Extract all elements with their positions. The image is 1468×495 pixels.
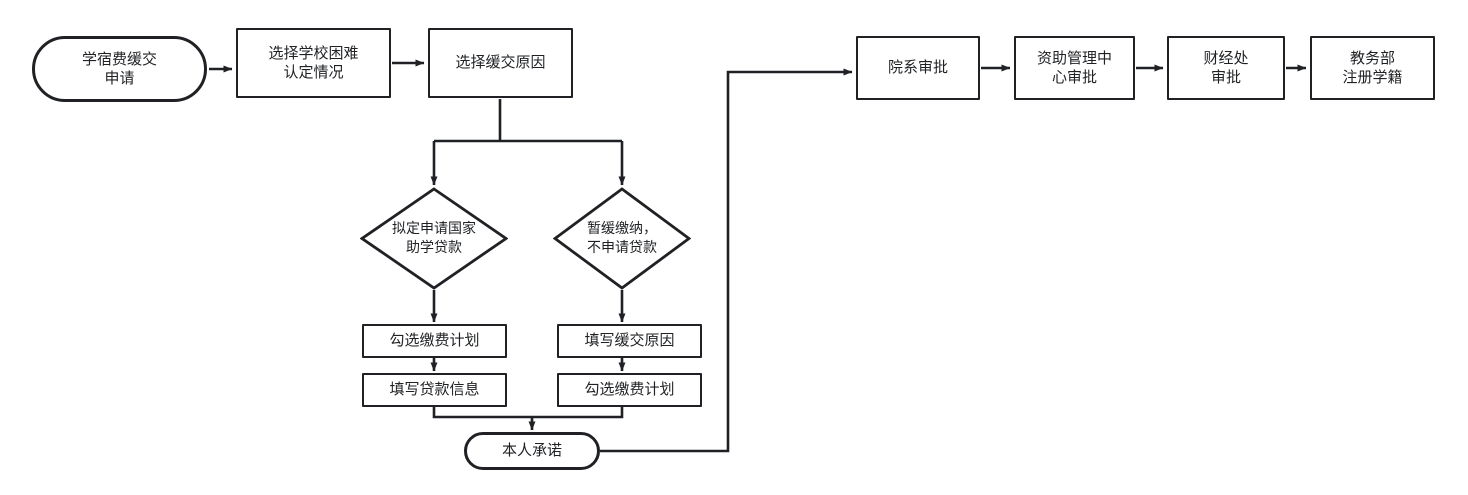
node-decision-defer-without-loan[interactable]: 暂缓缴纳， 不申请贷款 xyxy=(553,187,691,290)
node-decision-plan-national-loan[interactable]: 拟定申请国家 助学贷款 xyxy=(360,187,508,290)
edge-checkplanright-merge xyxy=(532,407,624,419)
node-academic-affairs-registration[interactable]: 教务部 注册学籍 xyxy=(1310,36,1435,100)
node-label-defer-without-loan: 暂缓缴纳， 不申请贷款 xyxy=(587,221,657,256)
node-personal-promise[interactable]: 本人承诺 xyxy=(464,432,600,470)
edge-promise-to-dept xyxy=(600,68,853,453)
node-department-approval[interactable]: 院系审批 xyxy=(856,36,980,100)
edge-loaninfo-merge xyxy=(432,407,532,419)
diamond-shape-plan-loan xyxy=(360,187,508,290)
diamond-shape-defer-no-loan xyxy=(553,187,691,290)
node-check-payment-plan-right[interactable]: 勾选缴费计划 xyxy=(557,373,702,407)
node-fill-defer-reason[interactable]: 填写缓交原因 xyxy=(557,324,702,358)
node-check-payment-plan-left[interactable]: 勾选缴费计划 xyxy=(362,324,507,358)
node-select-school-difficulty[interactable]: 选择学校困难 认定情况 xyxy=(236,28,391,98)
node-funding-center-approval[interactable]: 资助管理中 心审批 xyxy=(1014,36,1135,100)
node-select-defer-reason[interactable]: 选择缓交原因 xyxy=(428,28,573,98)
node-finance-office-approval[interactable]: 财经处 审批 xyxy=(1167,36,1285,100)
node-fill-loan-info[interactable]: 填写贷款信息 xyxy=(362,373,507,407)
node-start-application[interactable]: 学宿费缓交 申请 xyxy=(32,36,207,102)
node-label-plan-national-loan: 拟定申请国家 助学贷款 xyxy=(392,221,476,256)
